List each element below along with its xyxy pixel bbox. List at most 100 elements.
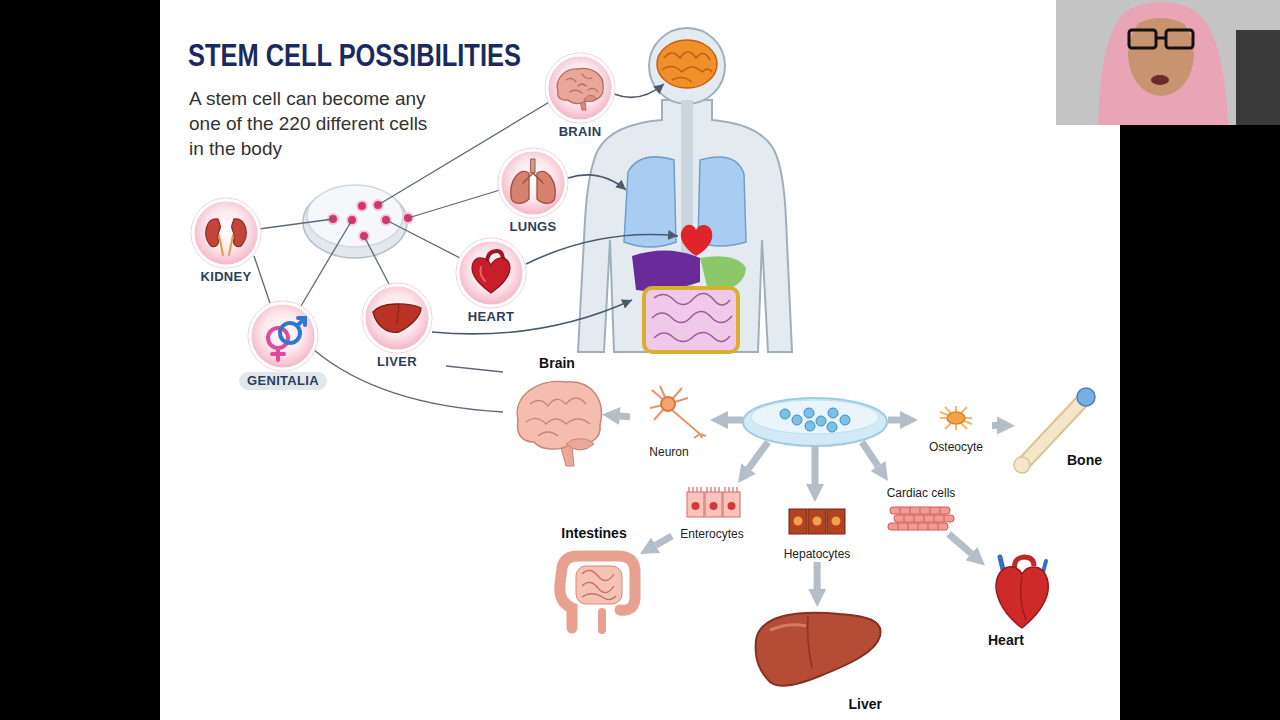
differentiation-arrow bbox=[992, 422, 997, 429]
organ-node: HEART bbox=[446, 237, 536, 327]
organ-circle bbox=[352, 282, 442, 354]
organ-label: Liver bbox=[849, 696, 882, 712]
cell-node: Enterocytes bbox=[672, 485, 752, 542]
organ-icon-part bbox=[531, 159, 535, 173]
brain-illustration bbox=[517, 381, 601, 466]
culture-dish bbox=[743, 398, 887, 446]
dish-lines bbox=[446, 366, 503, 372]
enterocytes-illustration bbox=[728, 502, 736, 510]
liver-illustration bbox=[808, 616, 813, 668]
organ-icon bbox=[557, 68, 603, 110]
cell-type-label: Neuron bbox=[649, 445, 688, 460]
body-figure bbox=[624, 157, 676, 247]
organ-label: HEART bbox=[468, 309, 514, 325]
organ-icon-part bbox=[373, 304, 421, 332]
organ-icon-part bbox=[481, 267, 486, 281]
cardiac-cells-illustration bbox=[898, 507, 944, 530]
organ-label: KIDNEY bbox=[201, 269, 252, 285]
cell-type-label: Osteocyte bbox=[929, 440, 983, 455]
organ-arrows bbox=[432, 84, 678, 334]
cell-node: Brain bbox=[512, 355, 602, 467]
organ-icon-part bbox=[566, 74, 598, 93]
petri-dish bbox=[307, 185, 403, 247]
neuron-illustration bbox=[650, 386, 706, 438]
body-figure bbox=[681, 225, 713, 256]
organ-circle bbox=[235, 300, 331, 372]
intestines-illustration bbox=[560, 556, 635, 628]
webcam-inset bbox=[1056, 0, 1280, 125]
organ-icon bbox=[472, 251, 510, 293]
dish-lines bbox=[408, 190, 500, 218]
liver-illustration bbox=[756, 613, 881, 686]
cell-node: Heart bbox=[985, 552, 1065, 648]
circle-ring bbox=[498, 148, 568, 218]
intestines-illustration bbox=[560, 556, 635, 630]
circle-ring bbox=[248, 301, 318, 371]
organ-icon-part bbox=[487, 251, 503, 263]
organ-circle bbox=[181, 197, 271, 269]
culture-dish bbox=[827, 422, 837, 432]
circle-ring bbox=[191, 198, 261, 268]
osteocyte-illustration bbox=[947, 412, 965, 424]
intestines-illustration bbox=[598, 612, 606, 630]
dish-lines bbox=[254, 256, 270, 303]
organ-arrows bbox=[526, 235, 678, 264]
organ-icon-part bbox=[537, 172, 555, 204]
organ-icon-part bbox=[206, 219, 221, 247]
hepatocytes-illustration bbox=[789, 509, 807, 534]
organ-node: KIDNEY bbox=[181, 197, 271, 287]
enterocytes-illustration bbox=[692, 502, 700, 510]
slide-title: STEM CELL POSSIBILITIES bbox=[188, 38, 521, 74]
enterocytes-illustration bbox=[705, 492, 722, 517]
body-figure bbox=[700, 256, 746, 290]
body-figure bbox=[657, 40, 717, 88]
dish-lines bbox=[314, 350, 503, 412]
webcam-inset bbox=[1151, 75, 1169, 85]
organ-icon-part bbox=[472, 258, 510, 293]
circle-shape bbox=[500, 150, 566, 216]
circle-ring bbox=[456, 238, 526, 308]
differentiation-arrow bbox=[949, 534, 972, 554]
organ-label: LUNGS bbox=[510, 219, 557, 235]
cell-node: Liver bbox=[750, 607, 885, 712]
body-figure bbox=[652, 293, 732, 341]
brain-illustration bbox=[517, 381, 601, 449]
dish-lines bbox=[259, 219, 333, 229]
organ-icon-part bbox=[580, 100, 586, 110]
hepatocytes-illustration bbox=[813, 517, 822, 526]
organ-circle bbox=[488, 147, 578, 219]
organ-icon-part bbox=[219, 235, 233, 255]
organ-icon-part bbox=[268, 328, 288, 360]
organ-arrows bbox=[432, 300, 632, 334]
neuron-illustration bbox=[650, 386, 706, 438]
differentiation-arrow bbox=[814, 562, 821, 589]
culture-dish bbox=[816, 416, 826, 426]
organ-icon bbox=[206, 219, 246, 255]
organ-icon bbox=[373, 304, 421, 332]
body-figure bbox=[632, 250, 700, 291]
cell-type-label: Hepatocytes bbox=[784, 547, 851, 562]
enterocytes-illustration bbox=[710, 502, 718, 510]
dish-lines bbox=[254, 101, 551, 412]
dish-lines bbox=[386, 220, 462, 259]
webcam-inset bbox=[1166, 30, 1193, 48]
organ-icon-part bbox=[584, 95, 596, 101]
differentiation-arrows bbox=[728, 420, 900, 484]
circle-ring bbox=[545, 53, 615, 123]
neuron-illustration bbox=[661, 397, 675, 411]
webcam-inset bbox=[1056, 0, 1280, 125]
intestines-illustration bbox=[576, 566, 622, 604]
culture-dish bbox=[840, 415, 850, 425]
organ-circle bbox=[446, 237, 536, 309]
differentiation-arrow bbox=[620, 413, 630, 421]
organ-node: GENITALIA bbox=[235, 300, 331, 392]
petri-dish bbox=[303, 185, 413, 258]
slide-background bbox=[160, 0, 1120, 720]
circle-shape bbox=[458, 240, 524, 306]
organ-node: LUNGS bbox=[488, 147, 578, 237]
circle-shape bbox=[250, 303, 316, 369]
webcam-inset bbox=[1128, 12, 1194, 96]
hepatocytes-illustration bbox=[808, 509, 826, 534]
